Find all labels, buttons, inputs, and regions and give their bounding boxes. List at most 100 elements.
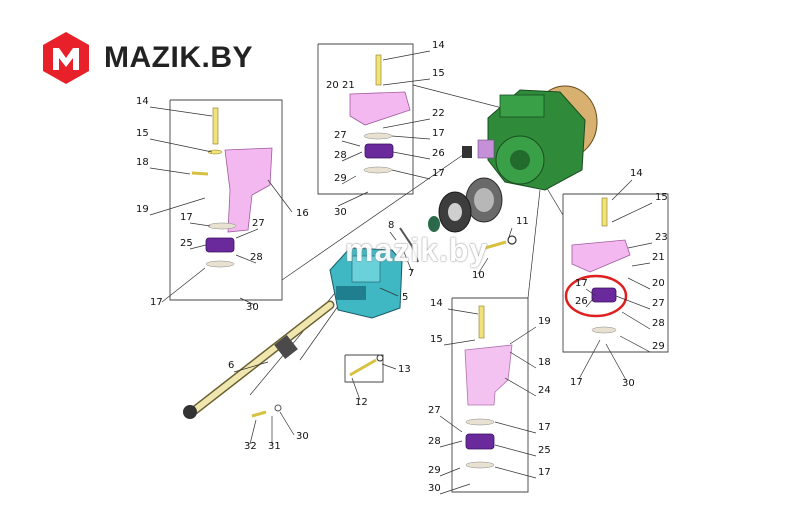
engine-assembly[interactable]	[462, 85, 598, 191]
callout-leader-line	[615, 295, 651, 310]
callout-label[interactable]: 20	[652, 278, 665, 289]
callout-label[interactable]: 17	[150, 297, 163, 308]
callout-label[interactable]: 30	[246, 302, 259, 313]
callout-leader-line	[439, 467, 461, 477]
callout-leader-line	[443, 339, 476, 346]
callout-leader-line	[439, 415, 463, 433]
callout-label[interactable]: 15	[430, 334, 443, 345]
callout-label[interactable]: 30	[428, 483, 441, 494]
drive-shaft[interactable]	[183, 300, 335, 419]
panel-frames	[169, 43, 669, 493]
callout-label[interactable]: 21	[342, 80, 355, 91]
callout-label[interactable]: 17	[432, 128, 445, 139]
callout-label[interactable]: 25	[180, 238, 193, 249]
callout-leader-line	[509, 351, 537, 369]
callout-label[interactable]: 28	[334, 150, 347, 161]
callout-leader-line	[235, 254, 257, 264]
callout-label[interactable]: 31	[268, 441, 281, 452]
callout-label[interactable]: 20	[326, 80, 339, 91]
callout-label[interactable]: 12	[355, 397, 368, 408]
callout-label[interactable]: 29	[334, 173, 347, 184]
callout-leader-line	[391, 169, 431, 180]
callout-label[interactable]: 28	[250, 252, 263, 263]
callout-label[interactable]: 27	[428, 405, 441, 416]
callout-label[interactable]: 17	[575, 278, 588, 289]
callout-leader-line	[382, 50, 431, 61]
callout-label[interactable]: 29	[428, 465, 441, 476]
callout-leader-line	[189, 222, 211, 227]
callout-label[interactable]: 14	[630, 168, 643, 179]
callout-label[interactable]: 18	[136, 157, 149, 168]
callout-leader-line	[161, 267, 206, 303]
panel-left-parts[interactable]	[191, 107, 273, 268]
callout-label[interactable]: 15	[136, 128, 149, 139]
callout-label[interactable]: 17	[538, 467, 551, 478]
callout-leader-line	[619, 335, 651, 353]
callout-leader-line	[381, 363, 397, 370]
callout-label[interactable]: 29	[652, 341, 665, 352]
callout-leader-line	[611, 202, 653, 223]
callout-label[interactable]: 8	[388, 220, 394, 231]
callout-label[interactable]: 28	[652, 318, 665, 329]
callout-label[interactable]: 18	[538, 357, 551, 368]
callout-label[interactable]: 27	[652, 298, 665, 309]
callout-label[interactable]: 32	[244, 441, 257, 452]
callout-leader-line	[239, 297, 256, 306]
callout-label[interactable]: 17	[432, 168, 445, 179]
callout-label[interactable]: 16	[296, 208, 309, 219]
callout-label[interactable]: 19	[538, 316, 551, 327]
callout-label[interactable]: 17	[570, 377, 583, 388]
callout-leader-line	[494, 466, 537, 479]
panel-bottom-parts[interactable]	[464, 305, 513, 469]
callout-label[interactable]: 17	[180, 212, 193, 223]
callout-label[interactable]: 19	[136, 204, 149, 215]
callout-label[interactable]: 30	[296, 431, 309, 442]
callout-leader-line	[578, 339, 601, 380]
callout-leader-line	[585, 297, 595, 308]
callout-label[interactable]: 6	[228, 360, 234, 371]
callout-leader-line	[382, 118, 431, 129]
clutch-assembly[interactable]	[428, 177, 503, 233]
callout-leader-line	[627, 277, 651, 290]
callout-label[interactable]: 15	[432, 68, 445, 79]
callout-leader-line	[341, 175, 357, 185]
watermark-text: mazik.by	[345, 232, 489, 268]
callout-label[interactable]: 25	[538, 445, 551, 456]
panel-top-parts[interactable]	[349, 54, 411, 174]
callout-label[interactable]: 27	[252, 218, 265, 229]
callout-leader-line	[621, 311, 651, 330]
callout-label[interactable]: 26	[432, 148, 445, 159]
gearbox-assembly[interactable]	[329, 247, 403, 319]
callout-leader-line	[189, 244, 207, 250]
callout-label[interactable]: 30	[334, 207, 347, 218]
callout-label[interactable]: 14	[432, 40, 445, 51]
callout-label[interactable]: 21	[652, 252, 665, 263]
callout-label[interactable]: 14	[136, 96, 149, 107]
callout-label[interactable]: 14	[430, 298, 443, 309]
callout-leader-line	[351, 377, 361, 401]
callout-leader-line	[631, 262, 651, 267]
callout-leader-line	[149, 167, 191, 175]
callout-label[interactable]: 11	[516, 216, 529, 227]
panel-right-parts[interactable]	[564, 197, 631, 334]
callout-label[interactable]: 26	[575, 296, 588, 307]
callout-label[interactable]: 5	[402, 292, 408, 303]
callout-label[interactable]: 17	[538, 422, 551, 433]
callout-leader-line	[494, 444, 537, 457]
callout-label[interactable]: 28	[428, 436, 441, 447]
callout-label[interactable]: 22	[432, 108, 445, 119]
callout-label[interactable]: 15	[655, 192, 668, 203]
callout-label[interactable]: 23	[655, 232, 668, 243]
callout-label[interactable]: 10	[472, 270, 485, 281]
callout-label[interactable]: 30	[622, 378, 635, 389]
callout-label[interactable]: 13	[398, 364, 411, 375]
callout-label[interactable]: 24	[538, 385, 551, 396]
logo-m-icon	[43, 32, 89, 84]
callout-label[interactable]: 27	[334, 130, 347, 141]
brand-logo[interactable]: MAZIK.BY	[38, 30, 253, 86]
callout-leader-line	[149, 197, 206, 216]
callout-leader-line	[611, 179, 633, 201]
callout-label[interactable]: 7	[408, 268, 414, 279]
callout-leader-line	[494, 421, 537, 434]
